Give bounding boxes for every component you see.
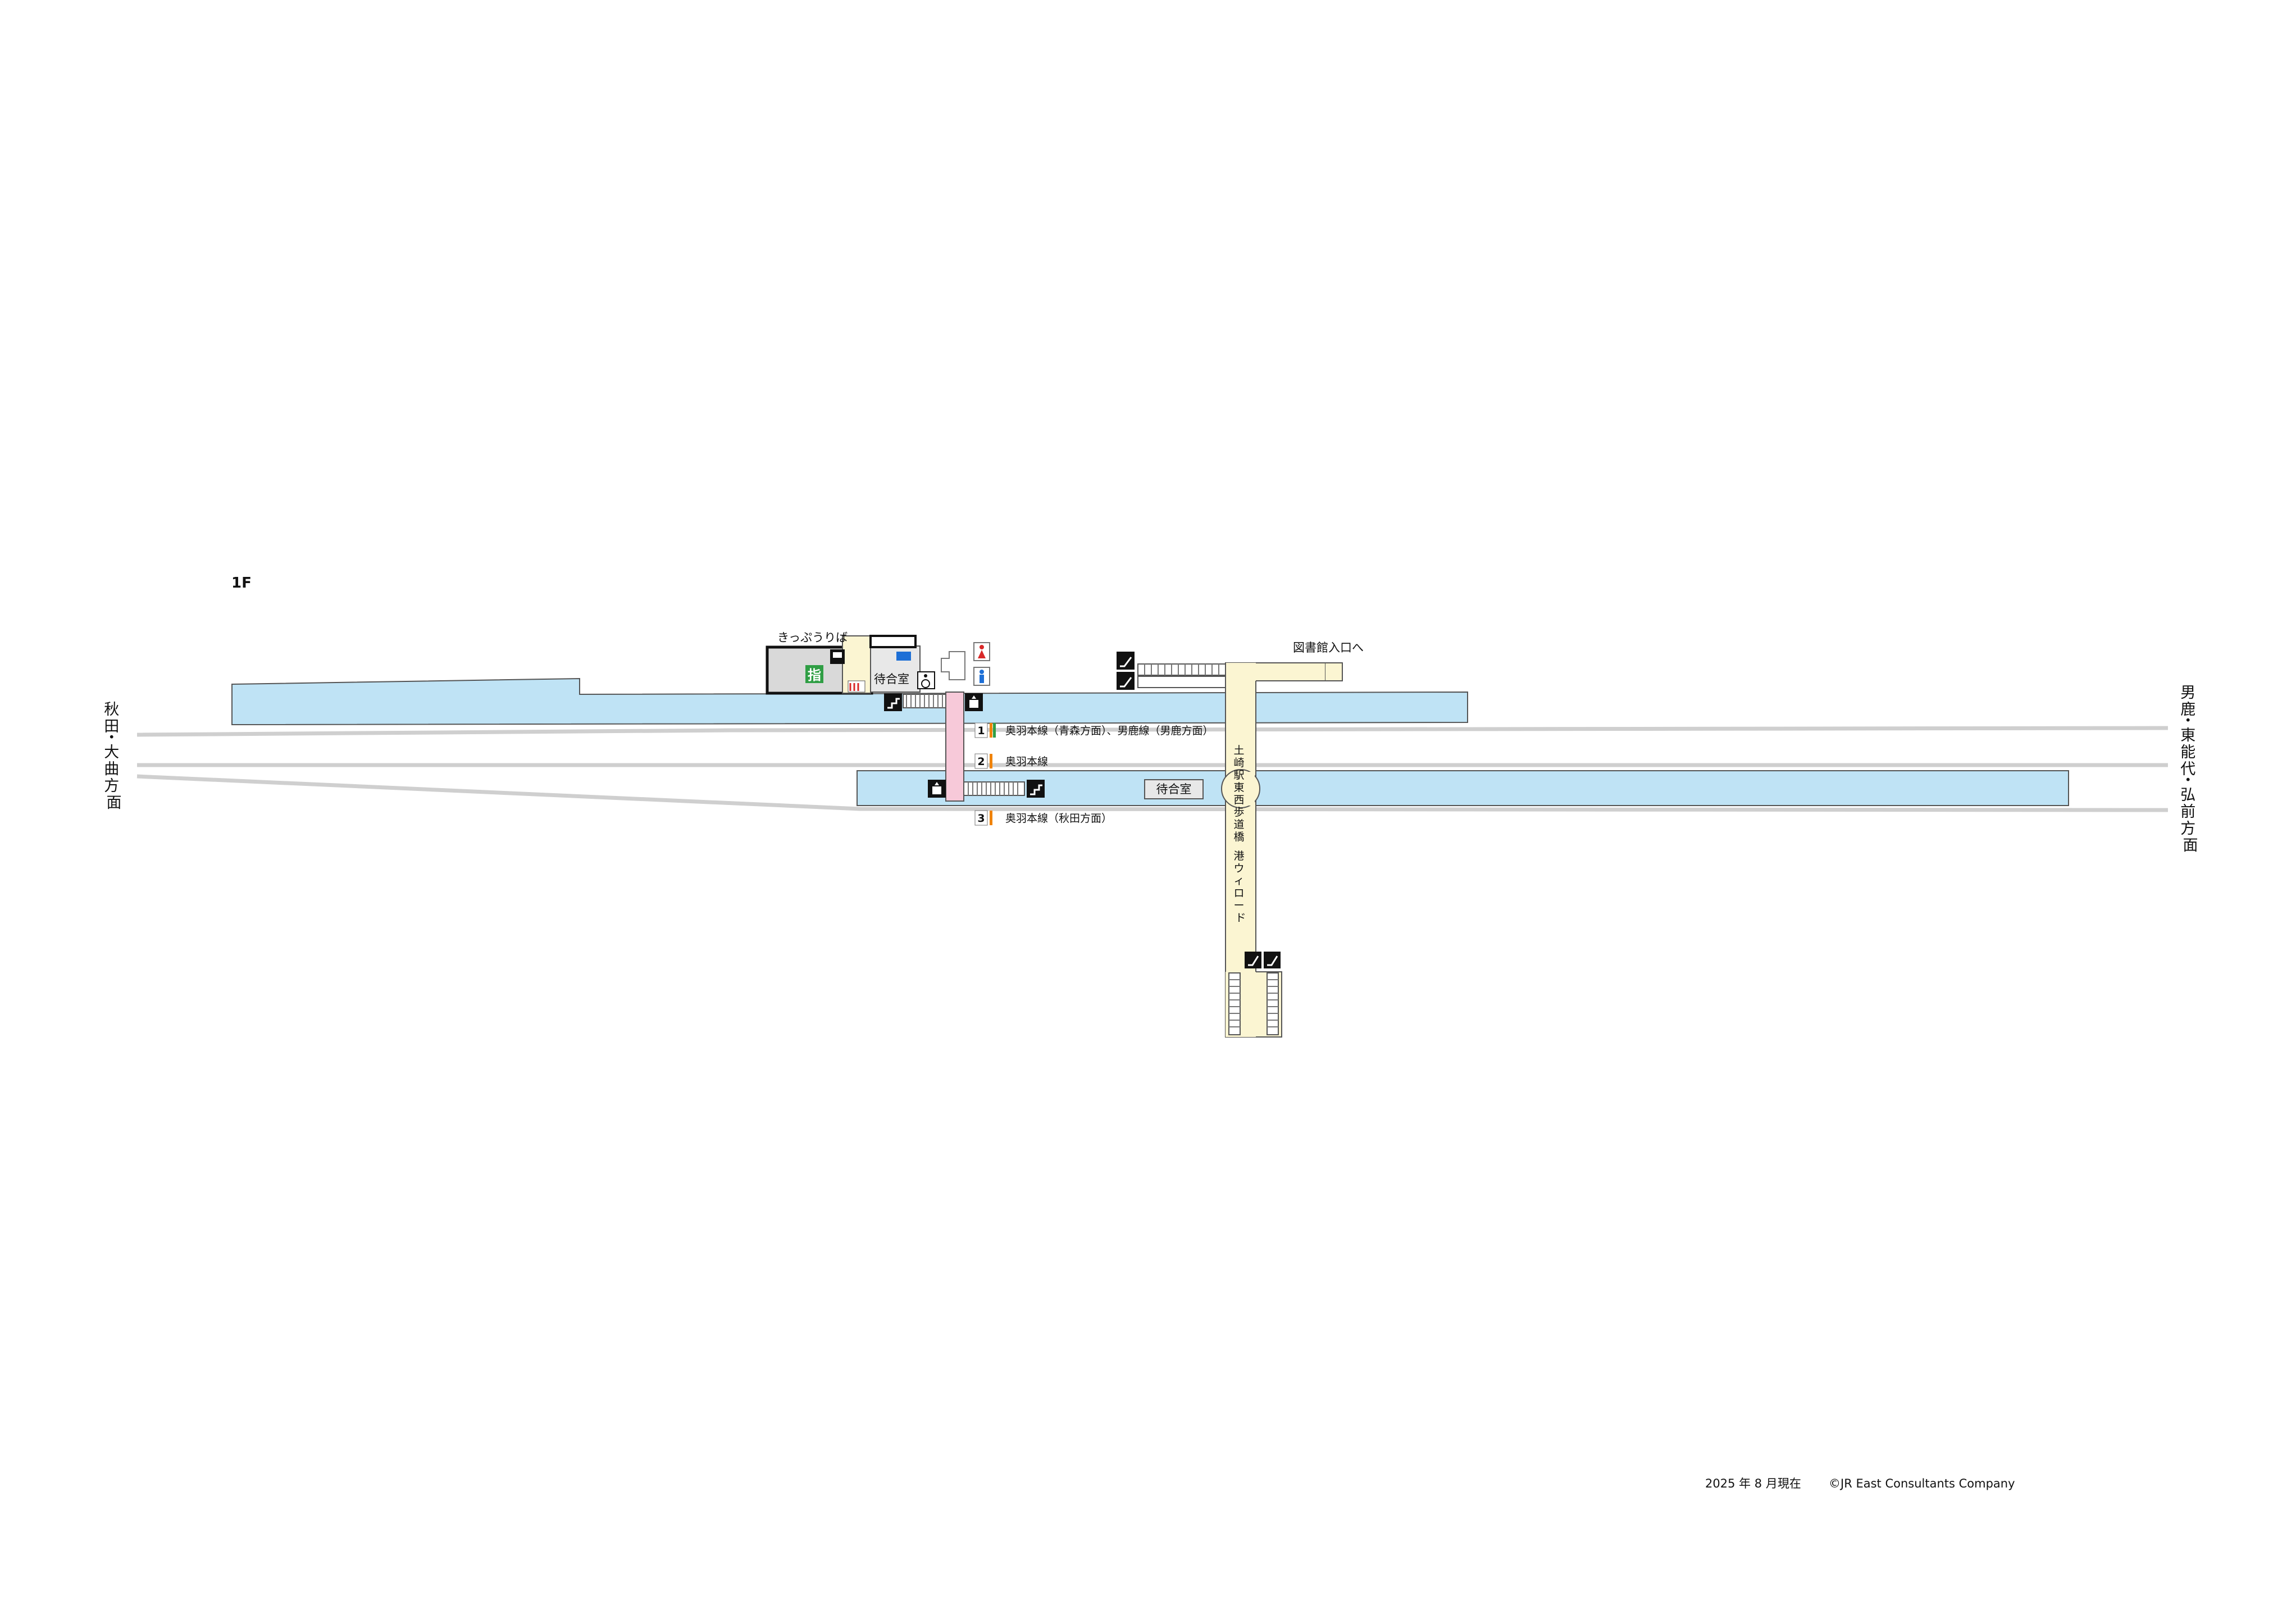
bridge-stairs-bottom [1228, 972, 1279, 1035]
track-number-3: 3 [977, 812, 985, 825]
direction-right: 男 鹿 ・ 東 能 代 ・ 弘 前 方 面 [2180, 684, 2201, 854]
direction-left-char: 方 [104, 777, 119, 795]
footer-copyright: ©JR East Consultants Company [1829, 1477, 2015, 1490]
toilet-block [941, 642, 990, 686]
direction-right-char: 能 [2180, 744, 2195, 761]
escalator-icon-up [1117, 652, 1135, 670]
track-label-text-3: 奥羽本線（秋田方面） [1005, 812, 1112, 825]
bridge-char: 崎 [1233, 757, 1244, 769]
bridge-name-label: 土 崎 駅 東 西 歩 道 橋 港 ウ ィ ロ ー ド [1233, 744, 1247, 924]
track-label-1: 1 奥羽本線（青森方面）、男鹿線（男鹿方面） [974, 722, 1214, 738]
line-color-bar [990, 754, 992, 768]
stairs-icon-1 [884, 693, 902, 711]
accessible-icon [917, 671, 935, 689]
direction-left: 秋 田 ・ 大 曲 方 面 [104, 701, 124, 812]
direction-right-char: ・ [2180, 772, 2195, 789]
office-icon [896, 652, 911, 661]
direction-left-char: 曲 [104, 761, 119, 778]
passage [945, 692, 964, 802]
ticket-gate-area [848, 680, 865, 693]
direction-left-char: 秋 [104, 701, 119, 718]
track-number-2: 2 [977, 756, 985, 768]
direction-right-char: 鹿 [2180, 701, 2195, 718]
waiting-room-top-label: 待合室 [874, 672, 909, 686]
direction-left-char: 面 [107, 794, 122, 812]
stairs-1 [903, 694, 946, 708]
direction-left-char: ・ [104, 729, 119, 747]
bridge-char: 道 [1233, 818, 1244, 831]
track-label-text-1: 奥羽本線（青森方面）、男鹿線（男鹿方面） [1005, 725, 1214, 737]
ticket-office-label: きっぷうりば [777, 631, 848, 644]
bridge-char: 港 [1233, 850, 1244, 862]
line-color-bar [993, 723, 996, 738]
direction-right-char: 面 [2183, 837, 2198, 854]
track-label-3: 3 奥羽本線（秋田方面） [974, 810, 1112, 826]
escalator-icon-down [1117, 672, 1135, 690]
track-3-line [136, 774, 2169, 812]
bridge-char: 西 [1233, 794, 1244, 806]
reserved-seat-box [805, 665, 823, 683]
bridge-char: 駅 [1233, 769, 1244, 781]
reserved-seat-mark: 指 [808, 667, 821, 683]
bridge-char: 東 [1233, 781, 1244, 794]
bridge-char: ウ [1233, 862, 1244, 875]
library-entrance-label: 図書館入口へ [1293, 641, 1364, 654]
bridge-char: ー [1233, 899, 1244, 912]
line-color-bar [990, 811, 992, 825]
track-number-1: 1 [977, 725, 985, 737]
direction-right-char: 弘 [2180, 786, 2195, 804]
bridge-char: 橋 [1233, 831, 1244, 843]
tracks [136, 726, 2169, 812]
direction-right-char: 方 [2180, 820, 2195, 838]
bridge-char: 歩 [1233, 806, 1244, 818]
elevator-icon-1 [965, 693, 983, 711]
direction-right-char: ・ [2180, 712, 2195, 730]
track-label-2: 2 奥羽本線 [974, 753, 1048, 769]
stairs-icon-2 [1027, 780, 1045, 798]
bridge-char: 土 [1233, 744, 1244, 757]
direction-right-char: 東 [2180, 727, 2195, 744]
direction-left-char: 大 [104, 744, 119, 761]
stairs-2 [963, 781, 1025, 796]
direction-right-char: 前 [2180, 803, 2195, 821]
escalator-icon-bottom-1 [1245, 952, 1261, 968]
bridge-stairs-top [1137, 663, 1226, 688]
line-color-bar [990, 723, 992, 738]
bridge-char: ロ [1233, 887, 1244, 899]
escalator-icon-bottom-2 [1264, 952, 1281, 968]
elevator-icon-2 [928, 780, 946, 798]
platform-island [857, 770, 2069, 806]
bridge-char: ド [1235, 912, 1246, 924]
floor-label: 1F [231, 575, 252, 592]
direction-right-char: 男 [2180, 684, 2195, 702]
office-block [869, 635, 917, 648]
waiting-room-platform-label: 待合室 [1156, 783, 1192, 796]
platform-1 [231, 677, 1468, 726]
direction-right-char: 代 [2180, 761, 2195, 778]
waiting-room-top [870, 645, 921, 693]
footer-date: 2025 年 8 月現在 [1705, 1477, 1801, 1490]
track-label-text-2: 奥羽本線 [1005, 756, 1048, 768]
track-1-line [136, 726, 2169, 737]
ticket-gates [849, 683, 859, 691]
waiting-room-platform [1144, 779, 1204, 799]
direction-left-char: 田 [104, 718, 119, 735]
bridge-char: ィ [1233, 875, 1244, 887]
